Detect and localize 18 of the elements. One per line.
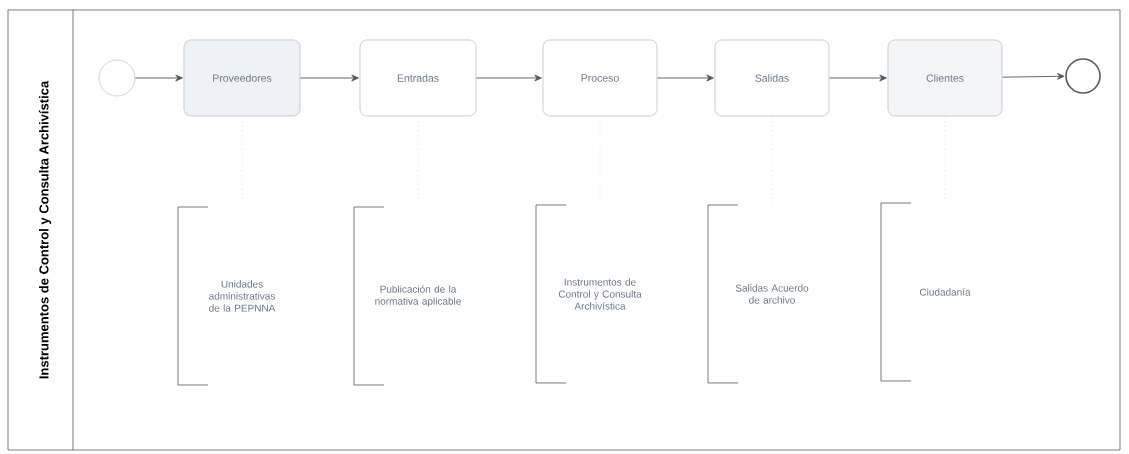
arrow [829, 74, 887, 82]
text-annotation: Publicación de la normativa aplicable [353, 206, 482, 386]
text-annotation: Instrumentos de Control y Consulta Archivística [535, 204, 664, 384]
arrow [300, 74, 359, 82]
text-annotation: Salidas Acuerdo de archivo [707, 204, 836, 384]
arrow [657, 74, 714, 82]
text-annotation: Unidades administrativas de la PEPNNA [177, 206, 306, 386]
task-box: Entradas [359, 39, 477, 117]
text-annotation: Ciudadanía [880, 202, 1009, 382]
arrow [1002, 72, 1065, 80]
end-event-circle [1065, 58, 1101, 94]
task-box: Salidas [714, 39, 830, 117]
task-box: Clientes [887, 39, 1003, 117]
arrow [134, 74, 183, 82]
start-event-circle [98, 59, 136, 97]
task-box: Proveedores [183, 39, 301, 117]
arrow [476, 74, 542, 82]
task-box: Proceso [542, 39, 658, 117]
